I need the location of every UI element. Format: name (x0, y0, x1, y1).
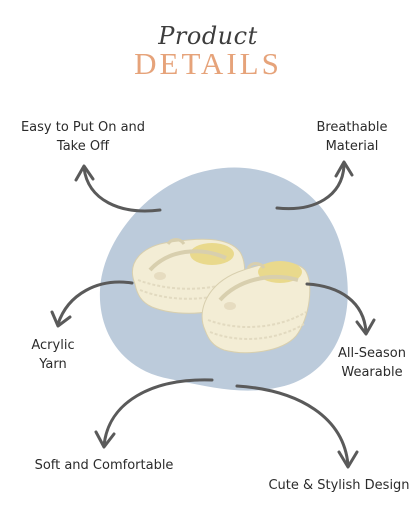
feature-season: All-Season Wearable (330, 344, 414, 382)
feature-breathable: Breathable Material (300, 118, 404, 156)
arrow-soft (94, 378, 214, 449)
arrow-acrylic (50, 280, 134, 328)
arrow-easy (74, 164, 162, 213)
title-main: DETAILS (134, 46, 282, 81)
arrow-cute (235, 384, 359, 469)
feature-breathable-line2: Material (325, 139, 379, 154)
feature-season-line2: Wearable (341, 365, 403, 380)
arrow-breathable (275, 160, 354, 211)
feature-season-line1: All-Season (338, 346, 406, 361)
booties-image (132, 238, 311, 354)
feature-acrylic: Acrylic Yarn (20, 336, 86, 374)
right-bootie (201, 261, 311, 354)
feature-cute: Cute & Stylish Design (268, 478, 410, 493)
feature-acrylic-line1: Acrylic (31, 338, 75, 353)
feature-soft: Soft and Comfortable (34, 458, 174, 473)
arrow-season (305, 282, 376, 336)
feature-easy: Easy to Put On and Take Off (14, 118, 152, 156)
feature-easy-line1: Easy to Put On and (20, 120, 146, 135)
feature-acrylic-line2: Yarn (39, 357, 67, 372)
feature-breathable-line1: Breathable (316, 120, 388, 135)
title-script: Product (158, 22, 258, 50)
feature-easy-line2: Take Off (56, 139, 110, 154)
